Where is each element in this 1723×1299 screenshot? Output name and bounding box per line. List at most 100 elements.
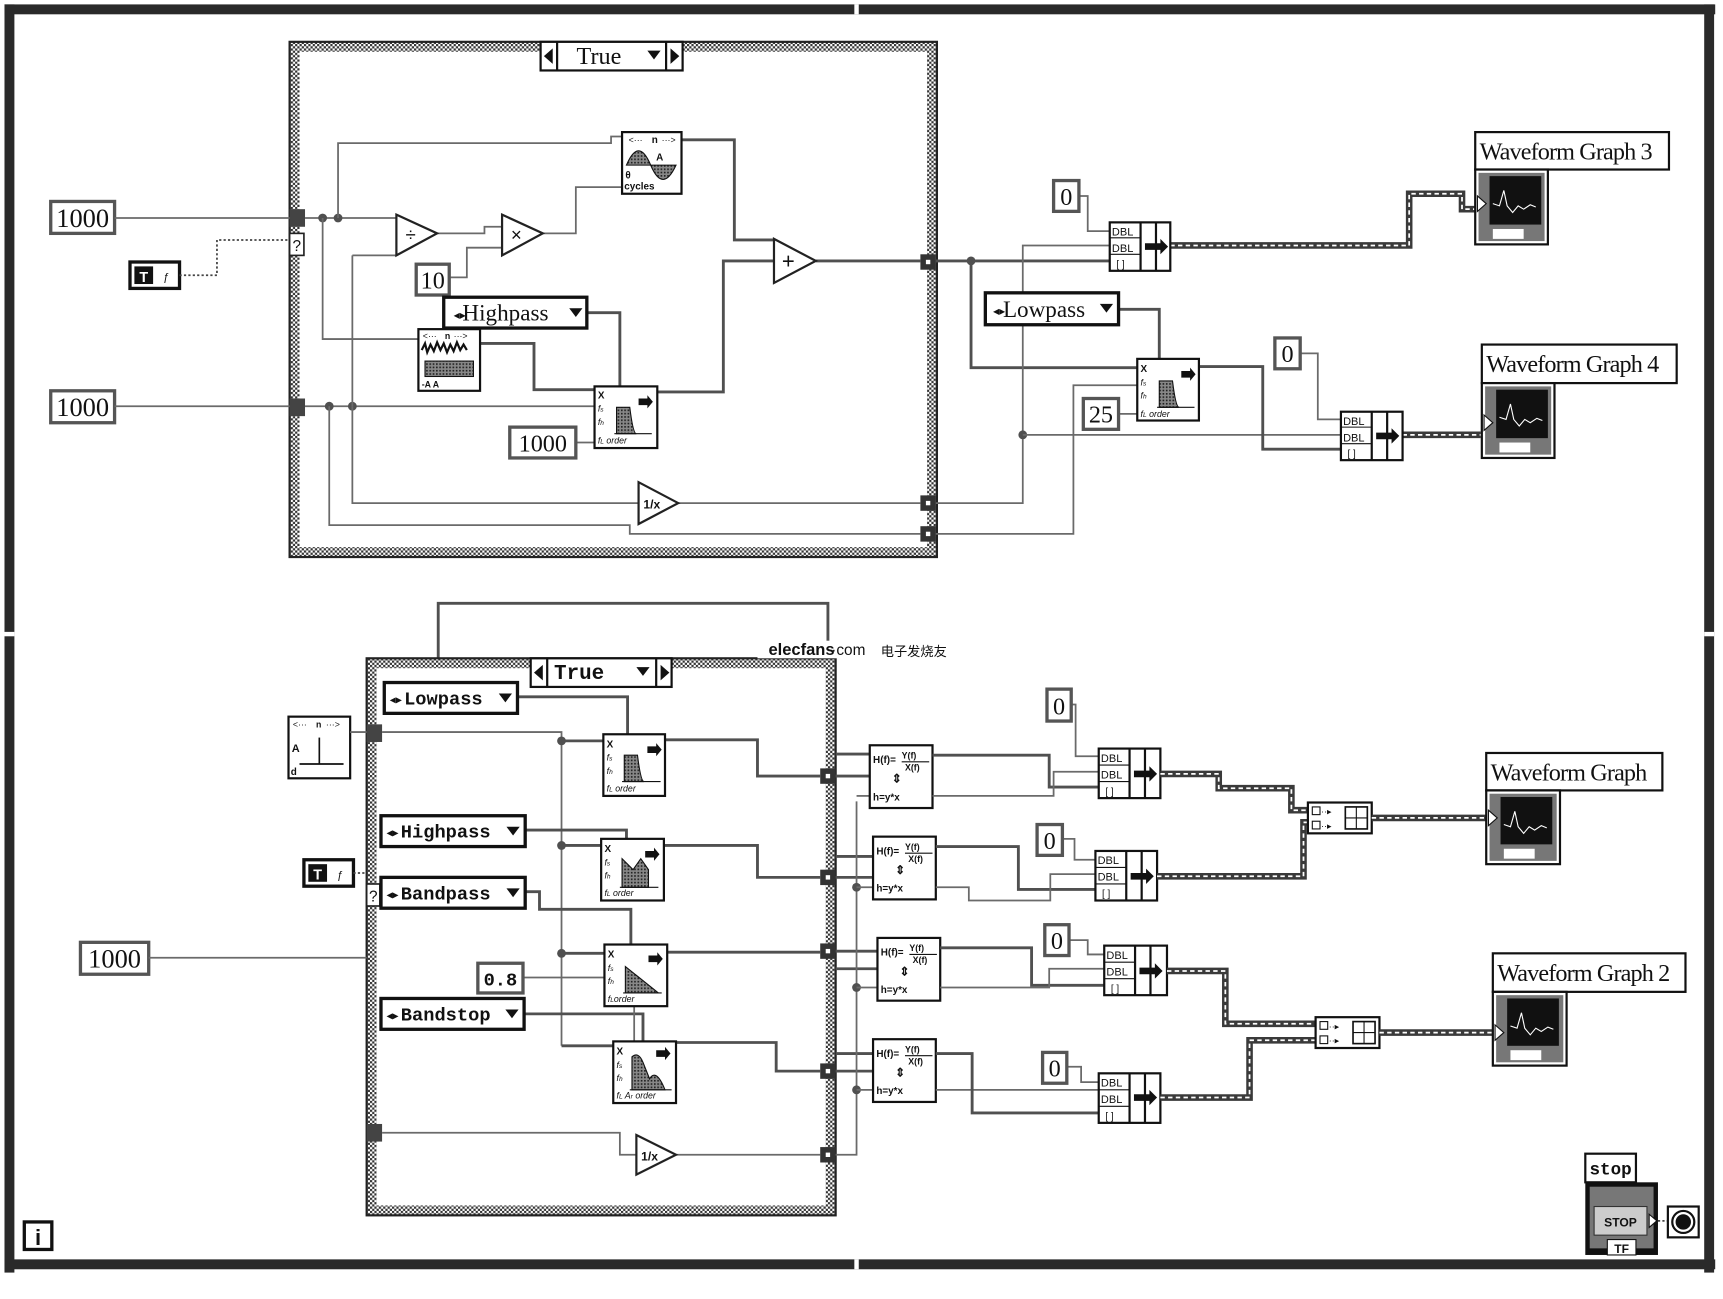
svg-text:TF: TF: [1614, 1242, 1629, 1256]
top-case-structure[interactable]: [288, 40, 939, 559]
increment-arrow-icon[interactable]: [670, 48, 680, 64]
svg-text:n: n: [652, 135, 658, 146]
arrow-right-icon: [638, 395, 653, 409]
highpass-filter-vi[interactable]: X fs fh fL order: [593, 385, 659, 450]
boolean-constant[interactable]: T ƒ: [302, 858, 356, 888]
highpass-filter-vi[interactable]: X fs fh fL order: [600, 837, 665, 902]
transfer-function-vi[interactable]: H(f)= Y(f) X(f) ⇕ h=y*x: [871, 1038, 937, 1104]
zero-constant[interactable]: 0: [1051, 178, 1081, 214]
output-tunnel: [820, 1147, 836, 1163]
samples-constant[interactable]: 1000: [49, 199, 117, 236]
svg-text:X(f): X(f): [913, 955, 928, 965]
bandwidth-constant[interactable]: 0.8: [476, 961, 525, 995]
top-case-selector[interactable]: True: [539, 40, 684, 72]
svg-text:DBL: DBL: [1101, 1078, 1122, 1090]
impulse-pattern-vi[interactable]: <··· n ···> A d: [287, 715, 352, 780]
filter-type-ring-lowpass[interactable]: ◂▸ Lowpass: [983, 291, 1121, 327]
filter-type-ring-bandstop[interactable]: ◂▸ Bandstop: [379, 996, 526, 1031]
build-array-node[interactable]: ··▸ ··▸: [1306, 801, 1373, 835]
svg-text:H(f)=: H(f)=: [876, 1049, 899, 1060]
stop-button-terminal[interactable]: stop STOP TF: [1584, 1152, 1658, 1256]
lowpass-filter-vi[interactable]: X fs fh fL order: [1136, 357, 1201, 422]
zero-constant[interactable]: 0: [1035, 822, 1065, 858]
reciprocal-node[interactable]: 1/x: [637, 480, 681, 526]
reciprocal-node[interactable]: 1/x: [635, 1133, 679, 1177]
order-constant[interactable]: 1000: [508, 425, 578, 460]
dropdown-arrow-icon[interactable]: [647, 50, 661, 60]
filter-type-ring-lowpass[interactable]: ◂▸ Lowpass: [382, 680, 520, 716]
svg-text:Lowpass: Lowpass: [1003, 296, 1085, 322]
svg-text:True: True: [577, 43, 622, 70]
svg-text:Highpass: Highpass: [462, 299, 548, 325]
bottom-case-selector[interactable]: True: [529, 657, 673, 689]
svg-text:cycles: cycles: [624, 181, 655, 192]
transfer-function-vi[interactable]: H(f)= Y(f) X(f) ⇕ h=y*x: [876, 936, 942, 1002]
case-selector-terminal: ?: [365, 883, 381, 907]
bundle-node[interactable]: DBL DBL [ ]: [1097, 747, 1162, 800]
multiply-node[interactable]: ×: [500, 212, 546, 258]
svg-text:25: 25: [1089, 402, 1113, 429]
decrement-arrow-icon[interactable]: [543, 48, 553, 64]
divide-node[interactable]: ÷: [395, 212, 440, 258]
input-tunnel: [366, 1123, 383, 1142]
sampling-rate-constant[interactable]: 1000: [49, 389, 117, 425]
bandstop-filter-vi[interactable]: X fs fh fL Ar order: [612, 1040, 678, 1105]
svg-text:··▸: ··▸: [1321, 821, 1332, 831]
loop-condition-terminal[interactable]: [1666, 1205, 1700, 1239]
svg-text:fL Ar order: fL Ar order: [617, 1091, 657, 1101]
sine-waveform-vi[interactable]: <··· n ···> A θ cycles: [620, 131, 683, 195]
svg-text:fLorder: fLorder: [608, 994, 636, 1004]
increment-arrow-icon[interactable]: [660, 664, 670, 681]
zero-constant[interactable]: 0: [1273, 336, 1302, 371]
bundle-node[interactable]: DBL DBL [ ]: [1097, 1072, 1162, 1124]
divisor-constant[interactable]: 10: [414, 262, 451, 297]
svg-text:d: d: [291, 767, 297, 778]
zero-constant[interactable]: 0: [1040, 1050, 1069, 1085]
bundle-node[interactable]: DBL DBL [ ]: [1094, 849, 1159, 902]
samples-constant[interactable]: 1000: [78, 940, 151, 976]
svg-text:Y(f): Y(f): [905, 842, 920, 852]
svg-text:1/x: 1/x: [643, 498, 660, 512]
lowpass-filter-vi[interactable]: X fs fh fL order: [602, 733, 667, 798]
svg-text:fs: fs: [1141, 377, 1147, 387]
watermark: elecfans ·com 电子发烧友: [757, 640, 947, 659]
svg-text:fh: fh: [607, 766, 613, 776]
bandpass-filter-vi[interactable]: X fs fh fLorder: [603, 943, 669, 1008]
filter-type-ring-highpass[interactable]: ◂▸ Highpass: [442, 295, 589, 330]
svg-text:<···: <···: [293, 720, 307, 730]
svg-text:·com: ·com: [831, 642, 865, 659]
cutoff-constant[interactable]: 25: [1081, 396, 1121, 431]
svg-text:DBL: DBL: [1098, 855, 1119, 867]
noise-waveform-vi[interactable]: <··· n ···> -A A: [417, 328, 482, 392]
dropdown-arrow-icon[interactable]: [636, 667, 650, 676]
dropdown-arrow-icon: [506, 826, 520, 836]
filter-type-ring-highpass[interactable]: ◂▸ Highpass: [379, 814, 527, 849]
decrement-arrow-icon[interactable]: [533, 664, 543, 681]
zero-constant[interactable]: 0: [1045, 687, 1073, 723]
arrow-right-icon: [1144, 238, 1169, 255]
bottom-case-structure[interactable]: [365, 657, 837, 1217]
bundle-node[interactable]: DBL DBL [ ]: [1103, 944, 1169, 997]
while-loop[interactable]: [4, 4, 1716, 1273]
svg-text:A: A: [292, 743, 300, 755]
waveform-graph-3-terminal[interactable]: Waveform Graph 3: [1474, 131, 1671, 246]
svg-text:<···: <···: [629, 135, 643, 145]
waveform-graph-2-terminal[interactable]: Waveform Graph 2: [1491, 952, 1687, 1067]
bundle-node[interactable]: DBL DBL [ ]: [1108, 221, 1172, 272]
boolean-constant[interactable]: T ƒ: [128, 260, 182, 291]
svg-text:0: 0: [1051, 928, 1063, 955]
svg-text:X: X: [617, 1047, 624, 1058]
transfer-function-vi[interactable]: H(f)= Y(f) X(f) ⇕ h=y*x: [871, 835, 937, 901]
transfer-function-vi[interactable]: H(f)= Y(f) X(f) ⇕ h=y*x: [868, 744, 934, 810]
svg-text:DBL: DBL: [1101, 753, 1122, 765]
add-node[interactable]: +: [772, 237, 819, 285]
input-arrow-icon: [1487, 809, 1499, 827]
filter-type-ring-bandpass[interactable]: ◂▸ Bandpass: [379, 875, 527, 910]
input-arrow-icon: [1494, 1023, 1505, 1042]
build-array-node[interactable]: ··▸ ··▸: [1314, 1016, 1381, 1050]
bundle-node[interactable]: DBL DBL [ ]: [1339, 410, 1404, 462]
waveform-graph-terminal[interactable]: Waveform Graph: [1485, 751, 1664, 866]
zero-constant[interactable]: 0: [1043, 923, 1071, 958]
svg-text:◂▸: ◂▸: [386, 1008, 398, 1022]
waveform-graph-4-terminal[interactable]: Waveform Graph 4: [1480, 343, 1678, 460]
